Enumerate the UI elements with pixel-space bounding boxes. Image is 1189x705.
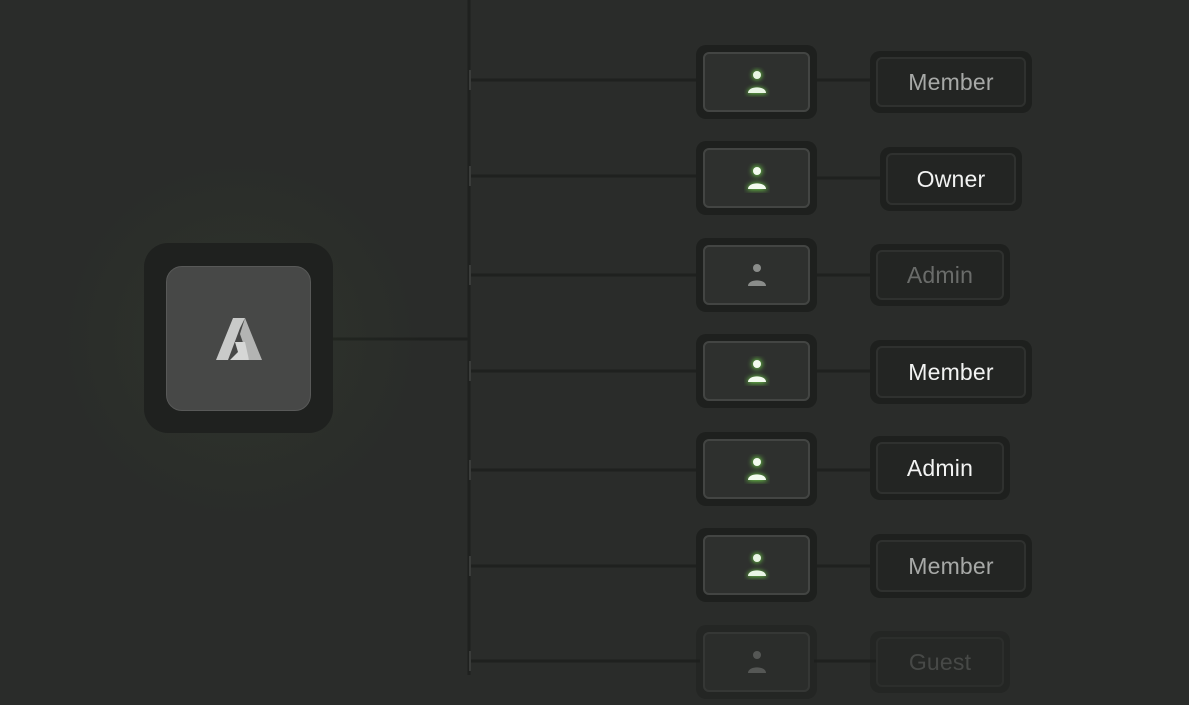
member-row: Admin [0, 238, 1189, 318]
role-badge[interactable]: Guest [870, 631, 1010, 693]
user-tile[interactable] [703, 632, 810, 692]
organization-logo-icon [215, 317, 262, 360]
user-tile[interactable] [703, 535, 810, 595]
role-badge[interactable]: Member [870, 340, 1032, 404]
user-icon [746, 359, 767, 383]
user-icon [747, 651, 766, 673]
user-icon [746, 457, 767, 481]
member-row: Owner [0, 141, 1189, 221]
organization-tile[interactable] [166, 266, 311, 411]
role-badge[interactable]: Member [870, 51, 1032, 113]
user-icon [746, 70, 767, 94]
connector-lines [333, 0, 884, 675]
member-row: Guest [0, 625, 1189, 705]
user-icon [747, 264, 766, 286]
role-label: Member [876, 540, 1026, 592]
role-label: Guest [876, 637, 1004, 687]
role-label: Admin [876, 250, 1004, 300]
member-row: Member [0, 528, 1189, 608]
user-tile[interactable] [703, 148, 810, 208]
role-badge[interactable]: Owner [880, 147, 1022, 211]
role-label: Owner [886, 153, 1016, 205]
user-node[interactable] [696, 238, 817, 312]
user-tile[interactable] [703, 341, 810, 401]
user-node[interactable] [696, 141, 817, 215]
user-tile[interactable] [703, 52, 810, 112]
user-icon [746, 553, 767, 577]
user-node[interactable] [696, 528, 817, 602]
member-row: Member [0, 45, 1189, 125]
user-node[interactable] [696, 625, 817, 699]
member-row: Admin [0, 432, 1189, 512]
role-label: Member [876, 57, 1026, 107]
role-label: Member [876, 346, 1026, 398]
role-badge[interactable]: Admin [870, 244, 1010, 306]
user-icon [746, 166, 767, 190]
user-tile[interactable] [703, 245, 810, 305]
role-label: Admin [876, 442, 1004, 494]
role-badge[interactable]: Member [870, 534, 1032, 598]
user-node[interactable] [696, 432, 817, 506]
user-tile[interactable] [703, 439, 810, 499]
role-badge[interactable]: Admin [870, 436, 1010, 500]
user-node[interactable] [696, 334, 817, 408]
user-node[interactable] [696, 45, 817, 119]
member-row: Member [0, 334, 1189, 414]
